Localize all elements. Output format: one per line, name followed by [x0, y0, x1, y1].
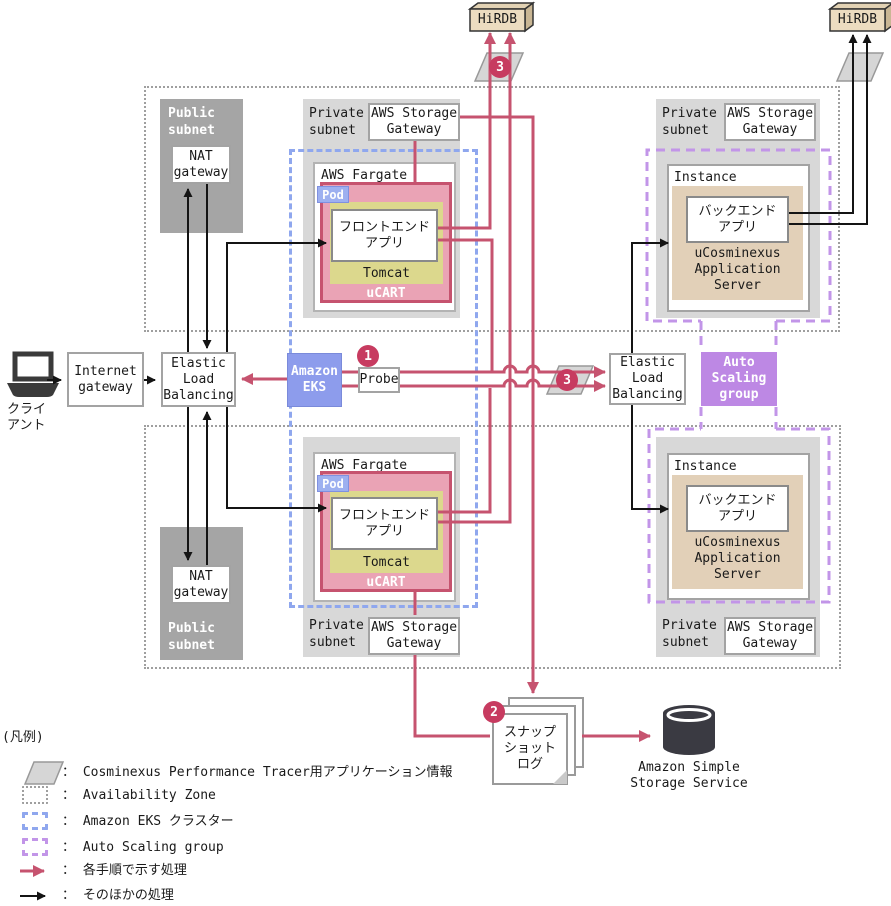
step-badge-3-junction: 3 [556, 369, 578, 391]
legend-item-asg: ： Auto Scaling group [62, 840, 224, 855]
ucart-label: uCART [366, 575, 406, 590]
fargate-title: AWS Fargate [321, 458, 408, 473]
backend-app-bottom: バックエンド アプリ [686, 485, 789, 532]
amazon-eks: Amazon EKS [287, 353, 342, 407]
legend-item-prf: ： Cosminexus Performance Tracer用アプリケーション… [62, 765, 453, 780]
storage-gateway-top-left: AWS Storage Gateway [368, 103, 460, 141]
instance-title: Instance [674, 459, 737, 474]
legend-item-eks: ： Amazon EKS クラスター [62, 814, 234, 829]
storage-gateway-bottom-left: AWS Storage Gateway [368, 617, 460, 655]
pod-label-top: Pod [317, 186, 349, 203]
snapshot-log: スナップ ショット ログ [492, 697, 584, 785]
tomcat-label: Tomcat [363, 266, 410, 281]
tomcat-label: Tomcat [363, 555, 410, 570]
ucart-label: uCART [366, 286, 406, 301]
auto-scaling-group: Auto Scaling group [701, 352, 777, 406]
s3-label: Amazon Simple Storage Service [630, 760, 748, 791]
instance-title: Instance [674, 170, 737, 185]
legend-asg-icon [22, 838, 48, 856]
backend-app-top: バックエンド アプリ [686, 196, 789, 243]
hirdb-3d-icon [827, 2, 891, 33]
step-badge-1: 1 [357, 345, 379, 367]
legend-item-pink-flow: ： 各手順で示す処理 [62, 863, 187, 878]
legend-item-az: ： Availability Zone [62, 788, 216, 803]
legend-title: (凡例) [2, 730, 44, 745]
nat-gateway-bottom: NAT gateway [171, 565, 231, 604]
frontend-app-bottom: フロントエンド アプリ [331, 497, 438, 550]
step-badge-2: 2 [483, 701, 505, 723]
prf-parallelogram-right [835, 52, 885, 82]
internet-gateway: Internet gateway [67, 352, 144, 407]
log-page-front: スナップ ショット ログ [492, 713, 568, 785]
frontend-app-top: フロントエンド アプリ [331, 209, 438, 262]
storage-gateway-top-right: AWS Storage Gateway [724, 103, 816, 141]
fargate-title: AWS Fargate [321, 168, 408, 183]
elb-right: Elastic Load Balancing [609, 353, 686, 405]
elb-left: Elastic Load Balancing [161, 352, 236, 407]
probe: Probe [358, 367, 400, 393]
s3-bucket-icon [663, 705, 715, 755]
step-badge-3-top: 3 [489, 56, 511, 78]
client-label: クライ アント [7, 402, 47, 433]
legend-az-icon [22, 786, 48, 804]
hirdb-top-center: HiRDB [466, 1, 536, 35]
legend-item-black-flow: ： そのほかの処理 [62, 888, 174, 903]
legend-eks-icon [22, 812, 48, 830]
storage-gateway-bottom-right: AWS Storage Gateway [724, 617, 816, 655]
legend-prf-parallelogram [23, 761, 65, 785]
nat-gateway-top: NAT gateway [171, 145, 231, 184]
pod-label-bottom: Pod [317, 475, 349, 492]
hirdb-top-right: HiRDB [826, 1, 891, 35]
public-subnet-label: Public [168, 621, 215, 636]
public-subnet-label: Public [168, 106, 215, 121]
hirdb-3d-icon [467, 1, 536, 33]
client-laptop-icon [7, 351, 59, 397]
page-fold [553, 770, 567, 784]
